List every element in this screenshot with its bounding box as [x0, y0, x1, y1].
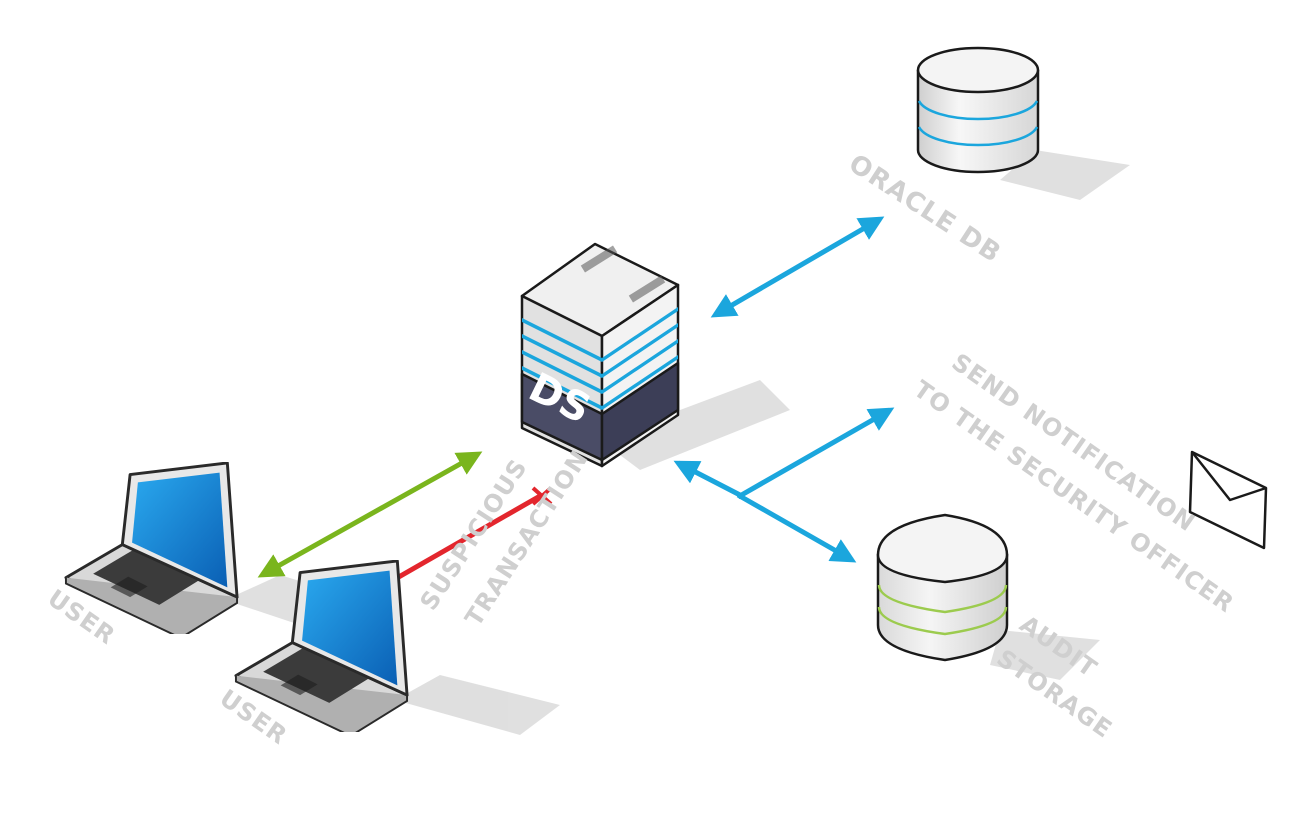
server-icon [520, 242, 680, 468]
link-user-allowed [257, 451, 483, 578]
server-stripes [522, 307, 678, 410]
link-ds-junction [673, 460, 742, 498]
server-vents [580, 245, 666, 303]
link-junction-notify [736, 407, 895, 500]
link-junction-audit [736, 492, 857, 563]
link-ds-oracle [710, 216, 885, 318]
storage-icon [876, 513, 1009, 662]
envelope-icon [1188, 450, 1268, 550]
connections [257, 216, 895, 585]
link-user-blocked [388, 493, 542, 585]
blocked-x-icon [531, 486, 553, 506]
database-icon [916, 46, 1040, 174]
